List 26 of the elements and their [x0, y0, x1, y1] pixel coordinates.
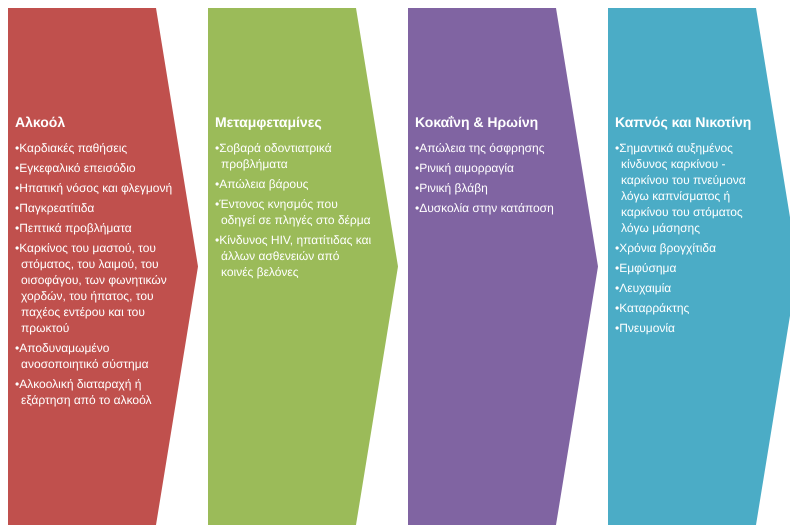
list-item: •Πνευμονία: [615, 320, 676, 336]
list-item: •Καταρράκτης: [615, 300, 690, 316]
list-item: •Παγκρεατίτιδα: [15, 200, 96, 216]
list-item: •Ρινική βλάβη: [415, 180, 489, 196]
list-item: •Απώλεια βάρους: [215, 176, 310, 192]
list-item: •Αποδυναμωμένο ανοσοποιητικό σύστημα: [15, 340, 150, 372]
column-heading: Μεταμφεταμίνες: [215, 113, 323, 132]
list-item: •Ρινική αιμορραγία: [415, 160, 515, 176]
list-item: •Χρόνια βρογχίτιδα: [615, 240, 718, 256]
list-item: •Εμφύσημα: [615, 260, 678, 276]
list-item: •Απώλεια της όσφρησης: [415, 140, 546, 156]
column-heading: Κοκαΐνη & Ηρωίνη: [415, 113, 540, 132]
list-item: •Εγκεφαλικό επεισόδιο: [15, 160, 137, 176]
list-item: •Καρκίνος του μαστού, του στόματος, του λαιμού, του οισοφάγου, των φωνητικών χορδών, του ήπατος, του παχέος εντέρου και του πρωκτού: [15, 240, 168, 336]
list-item: •Δυσκολία στην κατάποση: [415, 200, 555, 216]
column-heading: Αλκοόλ: [15, 113, 66, 132]
list-item: •Καρδιακές παθήσεις: [15, 140, 128, 156]
list-item: •Ηπατική νόσος και φλεγμονή: [15, 180, 173, 196]
list-item: •Έντονος κνησμός που οδηγεί σε πληγές στο δέρμα: [215, 196, 372, 228]
list-item: •Πεπτικά προβλήματα: [15, 220, 133, 236]
list-item: •Κίνδυνος HIV, ηπατίτιδας και άλλων ασθενειών από κοινές βελόνες: [215, 232, 372, 280]
column-heading: Καπνός και Νικοτίνη: [615, 113, 752, 132]
list-item: •Σημαντικά αυξημένος κίνδυνος καρκίνου - καρκίνου του πνεύμονα λόγω καπνίσματος ή καρκίνου του στόματος λόγω μάσησης: [615, 140, 747, 236]
list-item: •Σοβαρά οδοντιατρικά προβλήματα: [215, 140, 333, 172]
list-item: •Λευχαιμία: [615, 280, 672, 296]
list-item: •Αλκοολική διαταραχή ή εξάρτηση από το αλκοόλ: [15, 376, 153, 408]
